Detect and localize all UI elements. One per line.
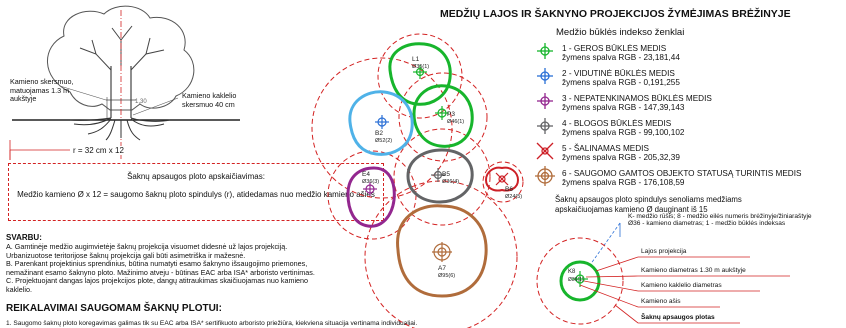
legend-item-rgb: žymens spalva RGB - 205,32,39 [562, 153, 680, 162]
example-header-line: Ø36 - kamieno diametras; 1 - medžio būkl… [628, 220, 786, 227]
crosshair-icon [413, 65, 427, 79]
crosshair-icon [572, 271, 588, 287]
neck-diameter-label: Kamieno kaklelio skersmuo 40 cm [182, 91, 237, 109]
tree-label-id: B5 [442, 171, 450, 178]
crown-E4 [346, 166, 396, 228]
radius-formula-label: r = 32 cm x 12 [70, 146, 127, 155]
tree-roots [69, 117, 171, 141]
tree-plan-diagram: L1 Ø35(1) P3 Ø46(1) B2 Ø52(2) E4 Ø36(3) … [311, 33, 524, 328]
example-tree-sub: Ø36(1) [568, 277, 584, 283]
legend-item-rgb: žymens spalva RGB - 23,181,44 [562, 53, 680, 62]
tree-section-figure: 1,30 [9, 5, 240, 160]
legend-item-rgb: žymens spalva RGB - 99,100,102 [562, 128, 685, 137]
svarbu-line: B. Parenkant projektinius sprendinius, b… [6, 259, 308, 269]
legend-item-rgb: žymens spalva RGB - 176,108,59 [562, 178, 685, 187]
tree-label-sub: Ø36(4) [442, 179, 459, 185]
svarbu-heading: SVARBU: [6, 233, 42, 242]
legend-item: 1 - GEROS BŪKLĖS MEDIS žymens spalva RGB… [562, 44, 680, 62]
svarbu-line: A. Gamtinėje medžio augimvietėje šaknų p… [6, 242, 288, 251]
legend-item-label: 4 - BLOGOS BŪKLĖS MEDIS [562, 119, 672, 128]
page-title: MEDŽIŲ LAJOS IR ŠAKNYNO PROJEKCIJOS ŽYMĖ… [440, 8, 791, 20]
root-area-calculation-box: Šaknų apsaugos ploto apskaičiavimas: Med… [8, 163, 384, 221]
example-label-trunk-axis: Kamieno ašis [641, 298, 681, 305]
example-header: K- medžio rūšis; 8 - medžio eilės numeri… [628, 213, 812, 227]
requirements-heading: REIKALAVIMAI SAUGOMAM ŠAKNŲ PLOTUI: [6, 303, 222, 314]
target-icon [432, 242, 452, 262]
root-area-box-text: Medžio kamieno Ø x 12 = saugomo šaknų pl… [17, 190, 375, 199]
crown-P3 [412, 84, 474, 148]
crown-B6 [484, 166, 520, 192]
height-marker-label: 1,30 [135, 99, 147, 105]
crosshair-icon [537, 68, 553, 84]
tree-label-id: A7 [438, 265, 446, 272]
root-zone-L1 [377, 33, 463, 119]
tree-label-sub: Ø52(2) [375, 138, 392, 144]
svarbu-line: kaklelio. [6, 284, 32, 294]
x-cross-icon [536, 142, 554, 160]
crosshair-icon [537, 93, 553, 109]
example-header-line: K- medžio rūšis; 8 - medžio eilės numeri… [628, 213, 812, 220]
legend-item-label: 1 - GEROS BŪKLĖS MEDIS [562, 44, 667, 53]
legend-item-rgb: žymens spalva RGB - 0,191,255 [562, 78, 680, 87]
tree-label-id: B2 [375, 130, 383, 137]
legend-item-label: 6 - SAUGOMO GAMTOS OBJEKTO STATUSĄ TURIN… [562, 169, 802, 178]
tree-label-sub: Ø46(1) [447, 119, 464, 125]
legend-symbols [535, 43, 555, 186]
example-label-root-area: Šaknų apsaugos plotas [641, 314, 715, 321]
root-zone-B6 [482, 161, 524, 203]
example-tree-code: K8 [568, 269, 576, 275]
example-root-zone [536, 237, 624, 325]
crown-A7 [396, 204, 488, 298]
crown-L1 [388, 42, 452, 106]
tree-label-id: E4 [362, 171, 370, 178]
legend-item: 2 - VIDUTINĖ BŪKLĖS MEDIS žymens spalva … [562, 69, 680, 87]
requirements-line: 1. Saugomo šaknų ploto koregavimas galim… [6, 320, 418, 327]
example-tree-legend: K8 Ø36(1) [536, 222, 790, 325]
root-zone-B5 [393, 128, 491, 226]
svarbu-line: Urbanizuotose teritorijose šaknų projekc… [6, 250, 246, 260]
tree-label-sub: Ø95(6) [438, 273, 455, 279]
legend-item: 4 - BLOGOS BŪKLĖS MEDIS žymens spalva RG… [562, 119, 684, 137]
tree-label-id: L1 [412, 56, 420, 63]
legend-note: Šaknų apsaugos ploto spindulys senoliams… [555, 195, 742, 214]
crown-B5 [406, 148, 474, 204]
root-zone-A7 [364, 180, 518, 328]
target-icon [535, 166, 555, 186]
root-zone-P3 [398, 72, 488, 162]
tree-label-sub: Ø36(3) [362, 179, 379, 185]
legend-item-label: 3 - NEPATENKINAMOS BŪKLĖS MEDIS [562, 94, 712, 103]
crosshair-icon [363, 182, 377, 196]
tree-label-sub: Ø35(1) [412, 64, 429, 70]
tree-label-sub: Ø24(5) [505, 194, 522, 200]
legend-title: Medžio būklės indekso ženklai [556, 27, 685, 38]
svarbu-line: C. Projektuojant dangas lajos projekcijo… [6, 276, 309, 286]
x-cross-icon [495, 172, 509, 186]
svarbu-line: nemažinant esamo šaknyno ploto. Mažinimo… [6, 267, 315, 277]
crown-B2 [348, 90, 414, 156]
tree-label-id: B6 [505, 186, 513, 193]
legend-item: 6 - SAUGOMO GAMTOS OBJEKTO STATUSĄ TURIN… [562, 169, 801, 187]
crosshair-icon [435, 106, 449, 120]
example-crown [559, 260, 601, 302]
tree-label-id: P3 [447, 111, 455, 118]
root-area-box-title: Šaknų apsaugos ploto apskaičiavimas: [127, 172, 265, 181]
example-label-neck-diameter: Kamieno kaklelio diametras [641, 282, 722, 289]
legend-item-rgb: žymens spalva RGB - 147,39,143 [562, 103, 685, 112]
crosshair-icon [537, 118, 553, 134]
legend-item-label: 2 - VIDUTINĖ BŪKLĖS MEDIS [562, 69, 675, 78]
crosshair-icon [537, 43, 553, 59]
example-label-crown: Lajos projekcija [641, 248, 687, 255]
root-zone-B2 [311, 57, 453, 199]
svarbu-text: A. Gamtinėje medžio augimvietėje šaknų p… [6, 242, 396, 295]
example-label-trunk-diameter: Kamieno diametras 1.30 m aukštyje [641, 267, 746, 274]
tree-crown-outline [47, 5, 195, 111]
legend-item-label: 5 - ŠALINAMAS MEDIS [562, 144, 649, 153]
crosshair-icon [431, 168, 445, 182]
legend-item: 5 - ŠALINAMAS MEDIS žymens spalva RGB - … [562, 144, 680, 162]
trunk-diameter-label: Kamieno skersmuo, matuojamas 1.3 m aukšt… [10, 77, 74, 104]
crosshair-icon [375, 115, 389, 129]
legend-item: 3 - NEPATENKINAMOS BŪKLĖS MEDIS žymens s… [562, 94, 712, 112]
